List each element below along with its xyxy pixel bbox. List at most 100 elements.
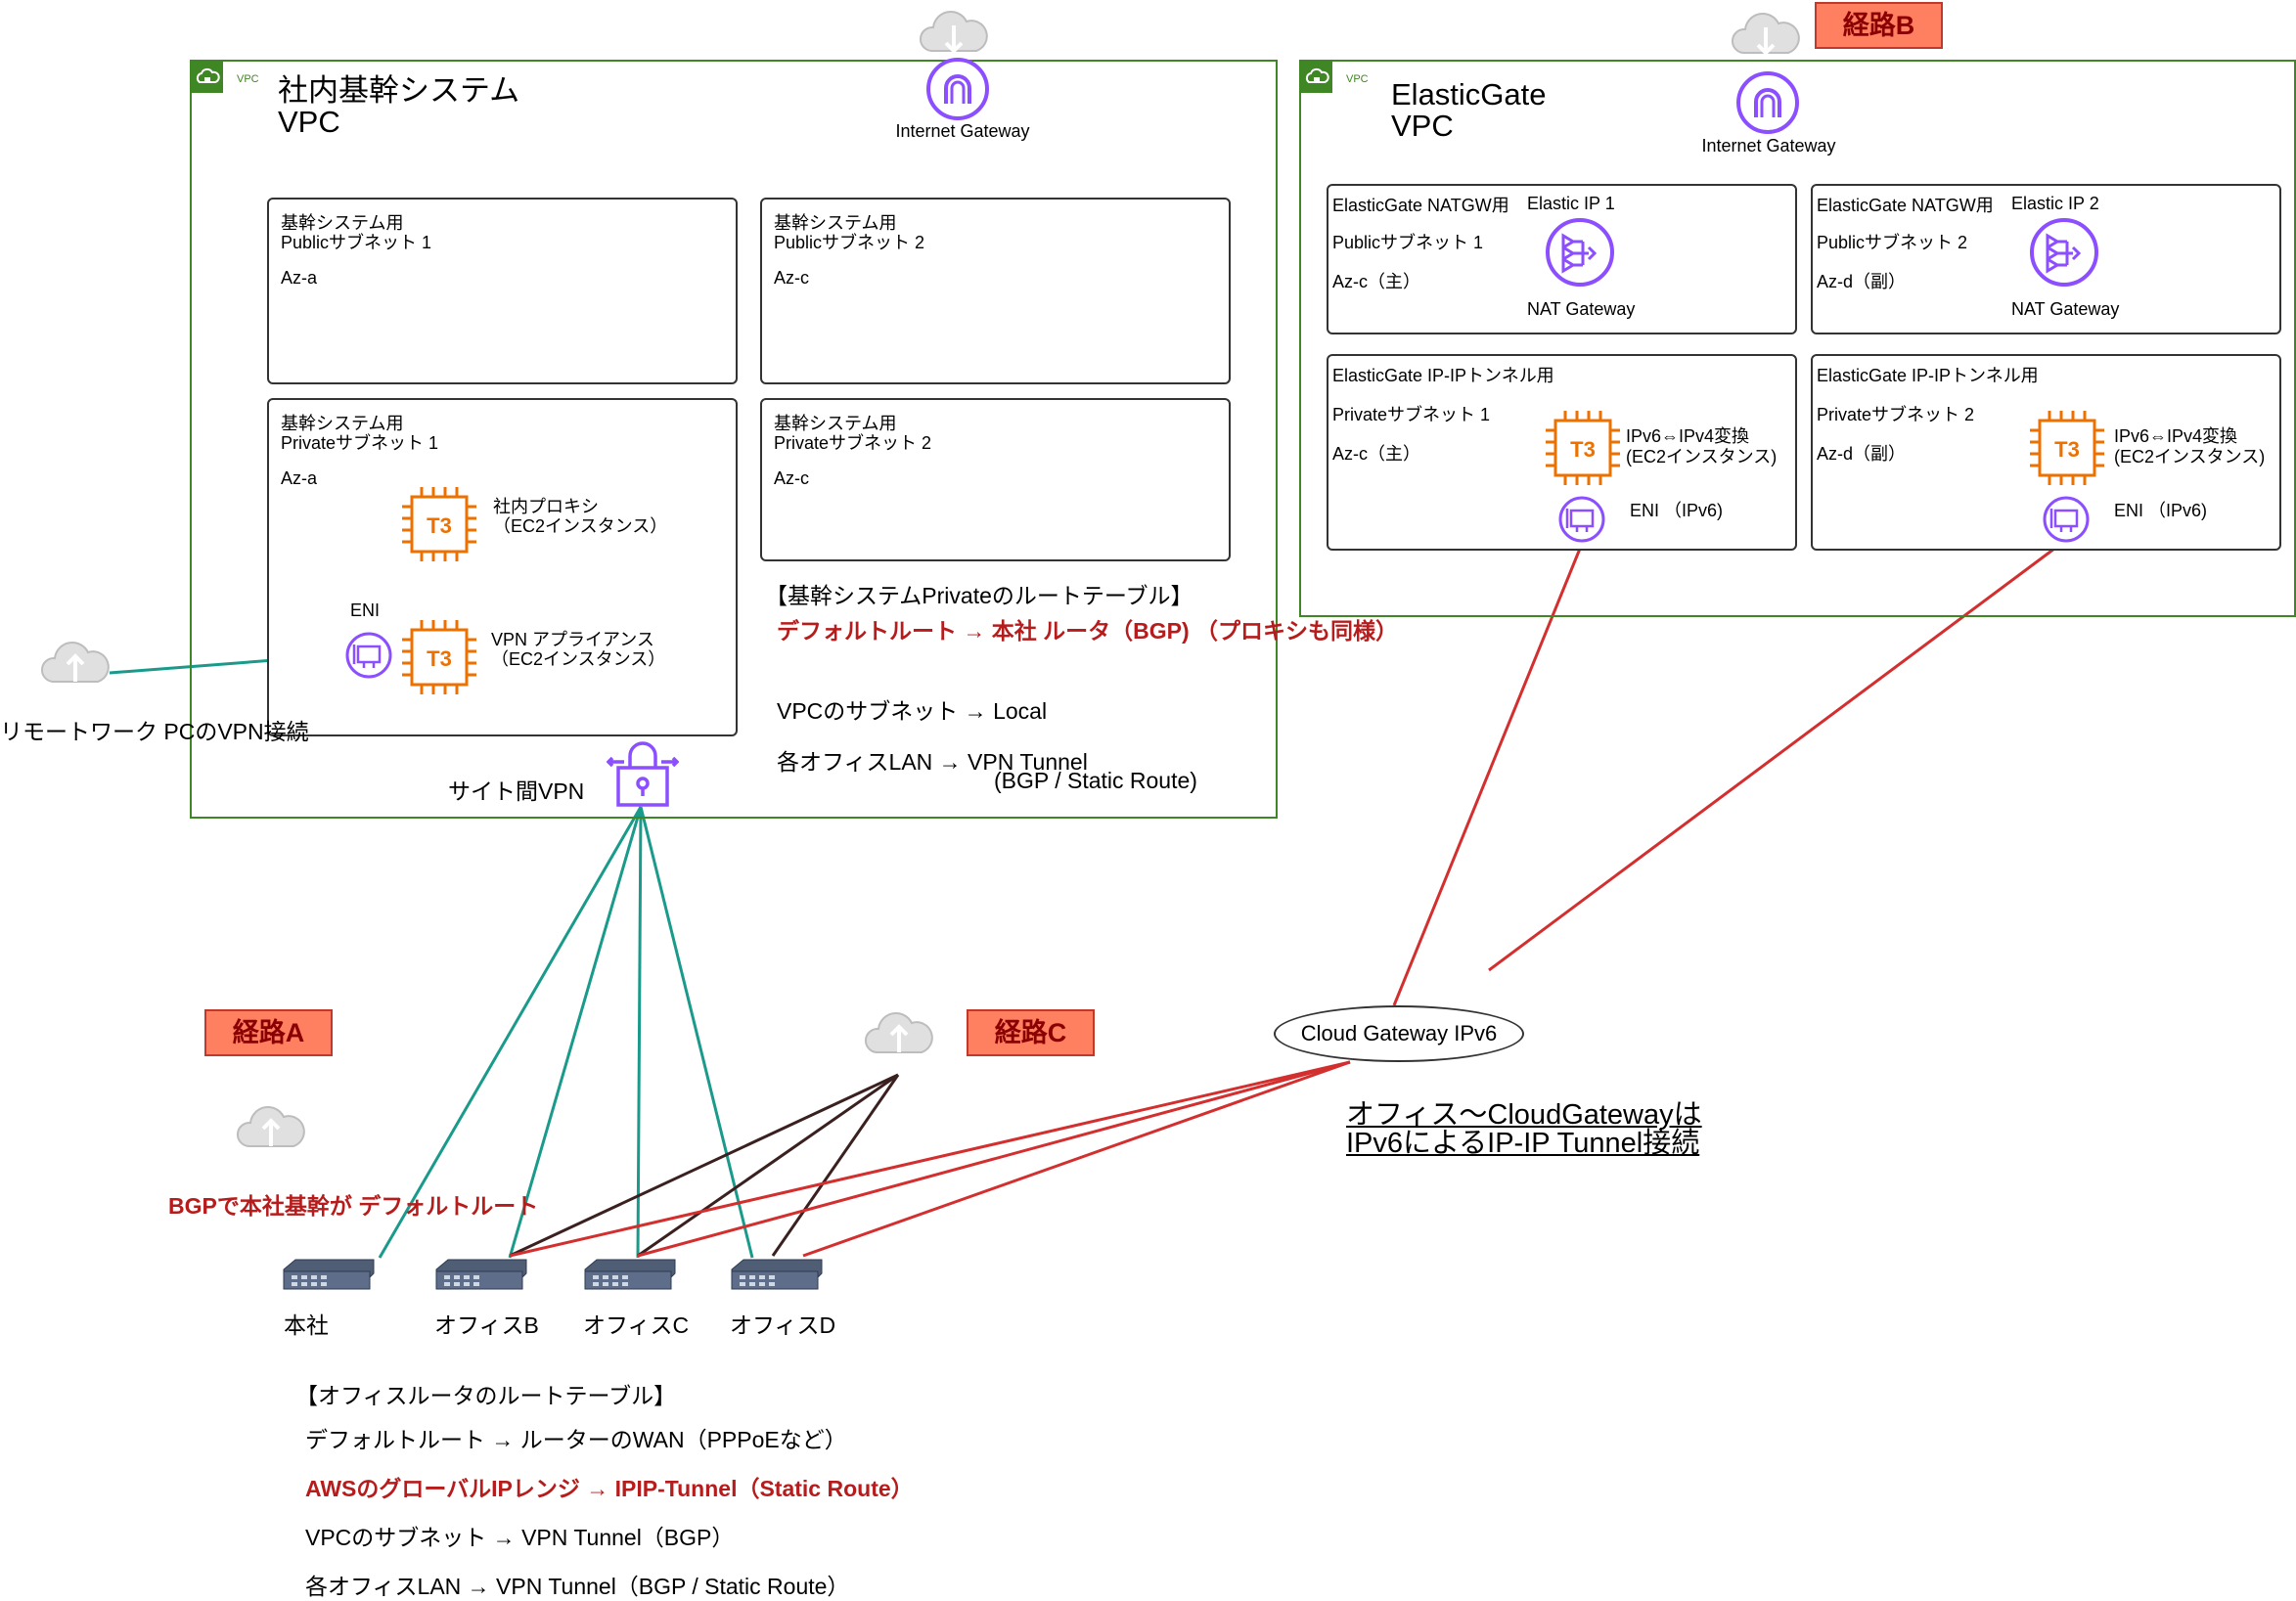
- subnet-az: Az-a: [281, 468, 318, 488]
- router-office-d-icon: [731, 1259, 823, 1290]
- router-label-honsha: 本社: [284, 1312, 329, 1338]
- router-office-b-icon: [435, 1259, 527, 1290]
- eni-label: ENI: [350, 600, 381, 620]
- vpn-appliance-label: VPN アプライアンス （EC2インスタンス）: [491, 630, 666, 669]
- subnet-core-public-1: 基幹システム用 Publicサブネット 1 Az-a: [267, 198, 738, 384]
- remote-work-label: リモートワーク PCのVPN接続: [0, 719, 309, 744]
- line-vpn-officed: [639, 806, 754, 1259]
- ipv6-tunnel-note: オフィス～CloudGatewayは IPv6によるIP-IP Tunnel接続: [1346, 1099, 1702, 1159]
- subnet-natgw-1: ElasticGate NATGW用 Publicサブネット 1 Az-c（主）…: [1327, 184, 1797, 334]
- subnet-name: Publicサブネット 1: [1332, 233, 1484, 252]
- subnet-az: Az-c: [774, 268, 809, 288]
- core-route-office-lan-note: (BGP / Static Route): [994, 768, 1197, 793]
- core-route-table-title: 【基幹システムPrivateのルートテーブル】: [765, 583, 1193, 608]
- internet-cloud-remote-icon: [41, 642, 110, 683]
- subnet-purpose: 基幹システム用: [774, 213, 897, 233]
- line-cgw-officec: [637, 1060, 1351, 1258]
- bgp-default-note: BGPで本社基幹が デフォルトルート: [168, 1193, 539, 1219]
- eni-icon: [1558, 496, 1605, 543]
- eni-icon: [345, 632, 392, 679]
- subnet-purpose: ElasticGate NATGW用: [1817, 196, 1994, 215]
- router-honsha-icon: [283, 1259, 375, 1290]
- line-vpn-officeb: [508, 806, 643, 1259]
- route-badge-c: 経路C: [967, 1009, 1095, 1056]
- site-vpn-lock-icon: [607, 741, 679, 807]
- router-label-office-c: オフィスC: [583, 1312, 690, 1338]
- subnet-core-public-2: 基幹システム用 Publicサブネット 2 Az-c: [760, 198, 1231, 384]
- vpc-elasticgate: VPC ElasticGate VPC: [1299, 60, 2296, 617]
- eni-icon: [2043, 496, 2090, 543]
- internet-gateway-icon: [926, 58, 989, 120]
- line-inet-officeb: [509, 1073, 899, 1258]
- office-route-table-title: 【オフィスルータのルートテーブル】: [295, 1383, 677, 1408]
- line-inet-officed: [771, 1074, 900, 1257]
- internet-cloud-icon: [920, 11, 988, 54]
- core-route-default: デフォルトルート → 本社 ルータ（BGP) （プロキシも同様）: [777, 618, 1399, 644]
- subnet-name: Privateサブネット 1: [281, 433, 439, 453]
- line-cgw-officeb: [509, 1060, 1351, 1258]
- subnet-az: Az-d（副）: [1817, 272, 1907, 291]
- line-cgw-officed: [802, 1060, 1351, 1258]
- ec2-t3-vpn-icon: T3: [402, 620, 476, 694]
- office-route-aws-range: AWSのグローバルIPレンジ → IPIP-Tunnel（Static Rout…: [305, 1476, 914, 1501]
- cloud-lock-icon: [196, 67, 220, 83]
- subnet-az: Az-a: [281, 268, 318, 288]
- nat-gateway-label: NAT Gateway: [2011, 299, 2120, 319]
- router-label-office-d: オフィスD: [730, 1312, 836, 1338]
- converter-label: IPv6⇔IPv4変換 (EC2インスタンス): [2114, 426, 2266, 467]
- vpc-title: 社内基幹システム VPC: [278, 73, 520, 139]
- office-route-office-lan: 各オフィスLAN → VPN Tunnel（BGP / Static Route…: [305, 1574, 850, 1599]
- subnet-purpose: ElasticGate NATGW用: [1332, 196, 1509, 215]
- subnet-purpose: 基幹システム用: [281, 213, 404, 233]
- vpc-tag: VPC: [1346, 73, 1369, 85]
- subnet-name: Publicサブネット 1: [281, 233, 432, 252]
- office-route-default: デフォルトルート → ルーターのWAN（PPPoEなど）: [305, 1427, 847, 1452]
- subnet-name: Privateサブネット 2: [1817, 405, 1975, 424]
- elastic-ip-label: Elastic IP 1: [1527, 194, 1615, 213]
- line-vpn-honsha: [378, 806, 643, 1259]
- vpc-title: ElasticGate VPC: [1391, 77, 1547, 143]
- subnet-name: Publicサブネット 2: [774, 233, 925, 252]
- subnet-core-private-2: 基幹システム用 Privateサブネット 2 Az-c: [760, 398, 1231, 561]
- subnet-az: Az-c: [774, 468, 809, 488]
- internet-cloud-icon: [865, 1012, 933, 1053]
- ec2-t3-converter-icon: T3: [1546, 411, 1620, 485]
- elastic-ip-label: Elastic IP 2: [2011, 194, 2099, 213]
- svg-text:T3: T3: [427, 513, 452, 538]
- line-inet-officec: [637, 1073, 899, 1258]
- subnet-core-private-1: 基幹システム用 Privateサブネット 1 Az-a: [267, 398, 738, 736]
- subnet-name: Privateサブネット 2: [774, 433, 932, 453]
- svg-text:T3: T3: [2054, 437, 2080, 462]
- route-badge-b: 経路B: [1815, 2, 1943, 49]
- internet-cloud-icon: [1732, 13, 1800, 56]
- office-route-vpc: VPCのサブネット → VPN Tunnel（BGP）: [305, 1525, 735, 1550]
- ec2-t3-proxy-icon: T3: [402, 487, 476, 561]
- line-cgw-eni2: [1488, 547, 2055, 972]
- vpc-badge: [192, 62, 223, 93]
- subnet-purpose: 基幹システム用: [774, 414, 897, 433]
- core-route-local: VPCのサブネット → Local: [777, 698, 1048, 724]
- subnet-purpose: ElasticGate IP-IPトンネル用: [1332, 366, 1554, 385]
- route-badge-a: 経路A: [204, 1009, 333, 1056]
- converter-label: IPv6⇔IPv4変換 (EC2インスタンス): [1626, 426, 1778, 467]
- eni-ipv6-label: ENI （IPv6): [1630, 501, 1724, 520]
- internet-cloud-icon: [237, 1106, 305, 1147]
- cloud-lock-icon: [1305, 67, 1329, 83]
- svg-text:T3: T3: [427, 646, 452, 671]
- subnet-name: Privateサブネット 1: [1332, 405, 1491, 424]
- internet-gateway-label: Internet Gateway: [895, 121, 1030, 141]
- internet-gateway-icon: [1736, 71, 1799, 134]
- subnet-az: Az-d（副）: [1817, 444, 1907, 464]
- nat-gateway-icon: [2030, 218, 2098, 287]
- subnet-purpose: 基幹システム用: [281, 414, 404, 433]
- subnet-name: Publicサブネット 2: [1817, 233, 1968, 252]
- nat-gateway-label: NAT Gateway: [1527, 299, 1636, 319]
- site-vpn-label: サイト間VPN: [448, 778, 585, 804]
- subnet-purpose: ElasticGate IP-IPトンネル用: [1817, 366, 2039, 385]
- vpc-core-system: VPC 社内基幹システム VPC: [190, 60, 1278, 819]
- subnet-az: Az-c（主）: [1332, 272, 1420, 291]
- eni-ipv6-label: ENI （IPv6): [2114, 501, 2208, 520]
- ec2-t3-converter-icon: T3: [2030, 411, 2104, 485]
